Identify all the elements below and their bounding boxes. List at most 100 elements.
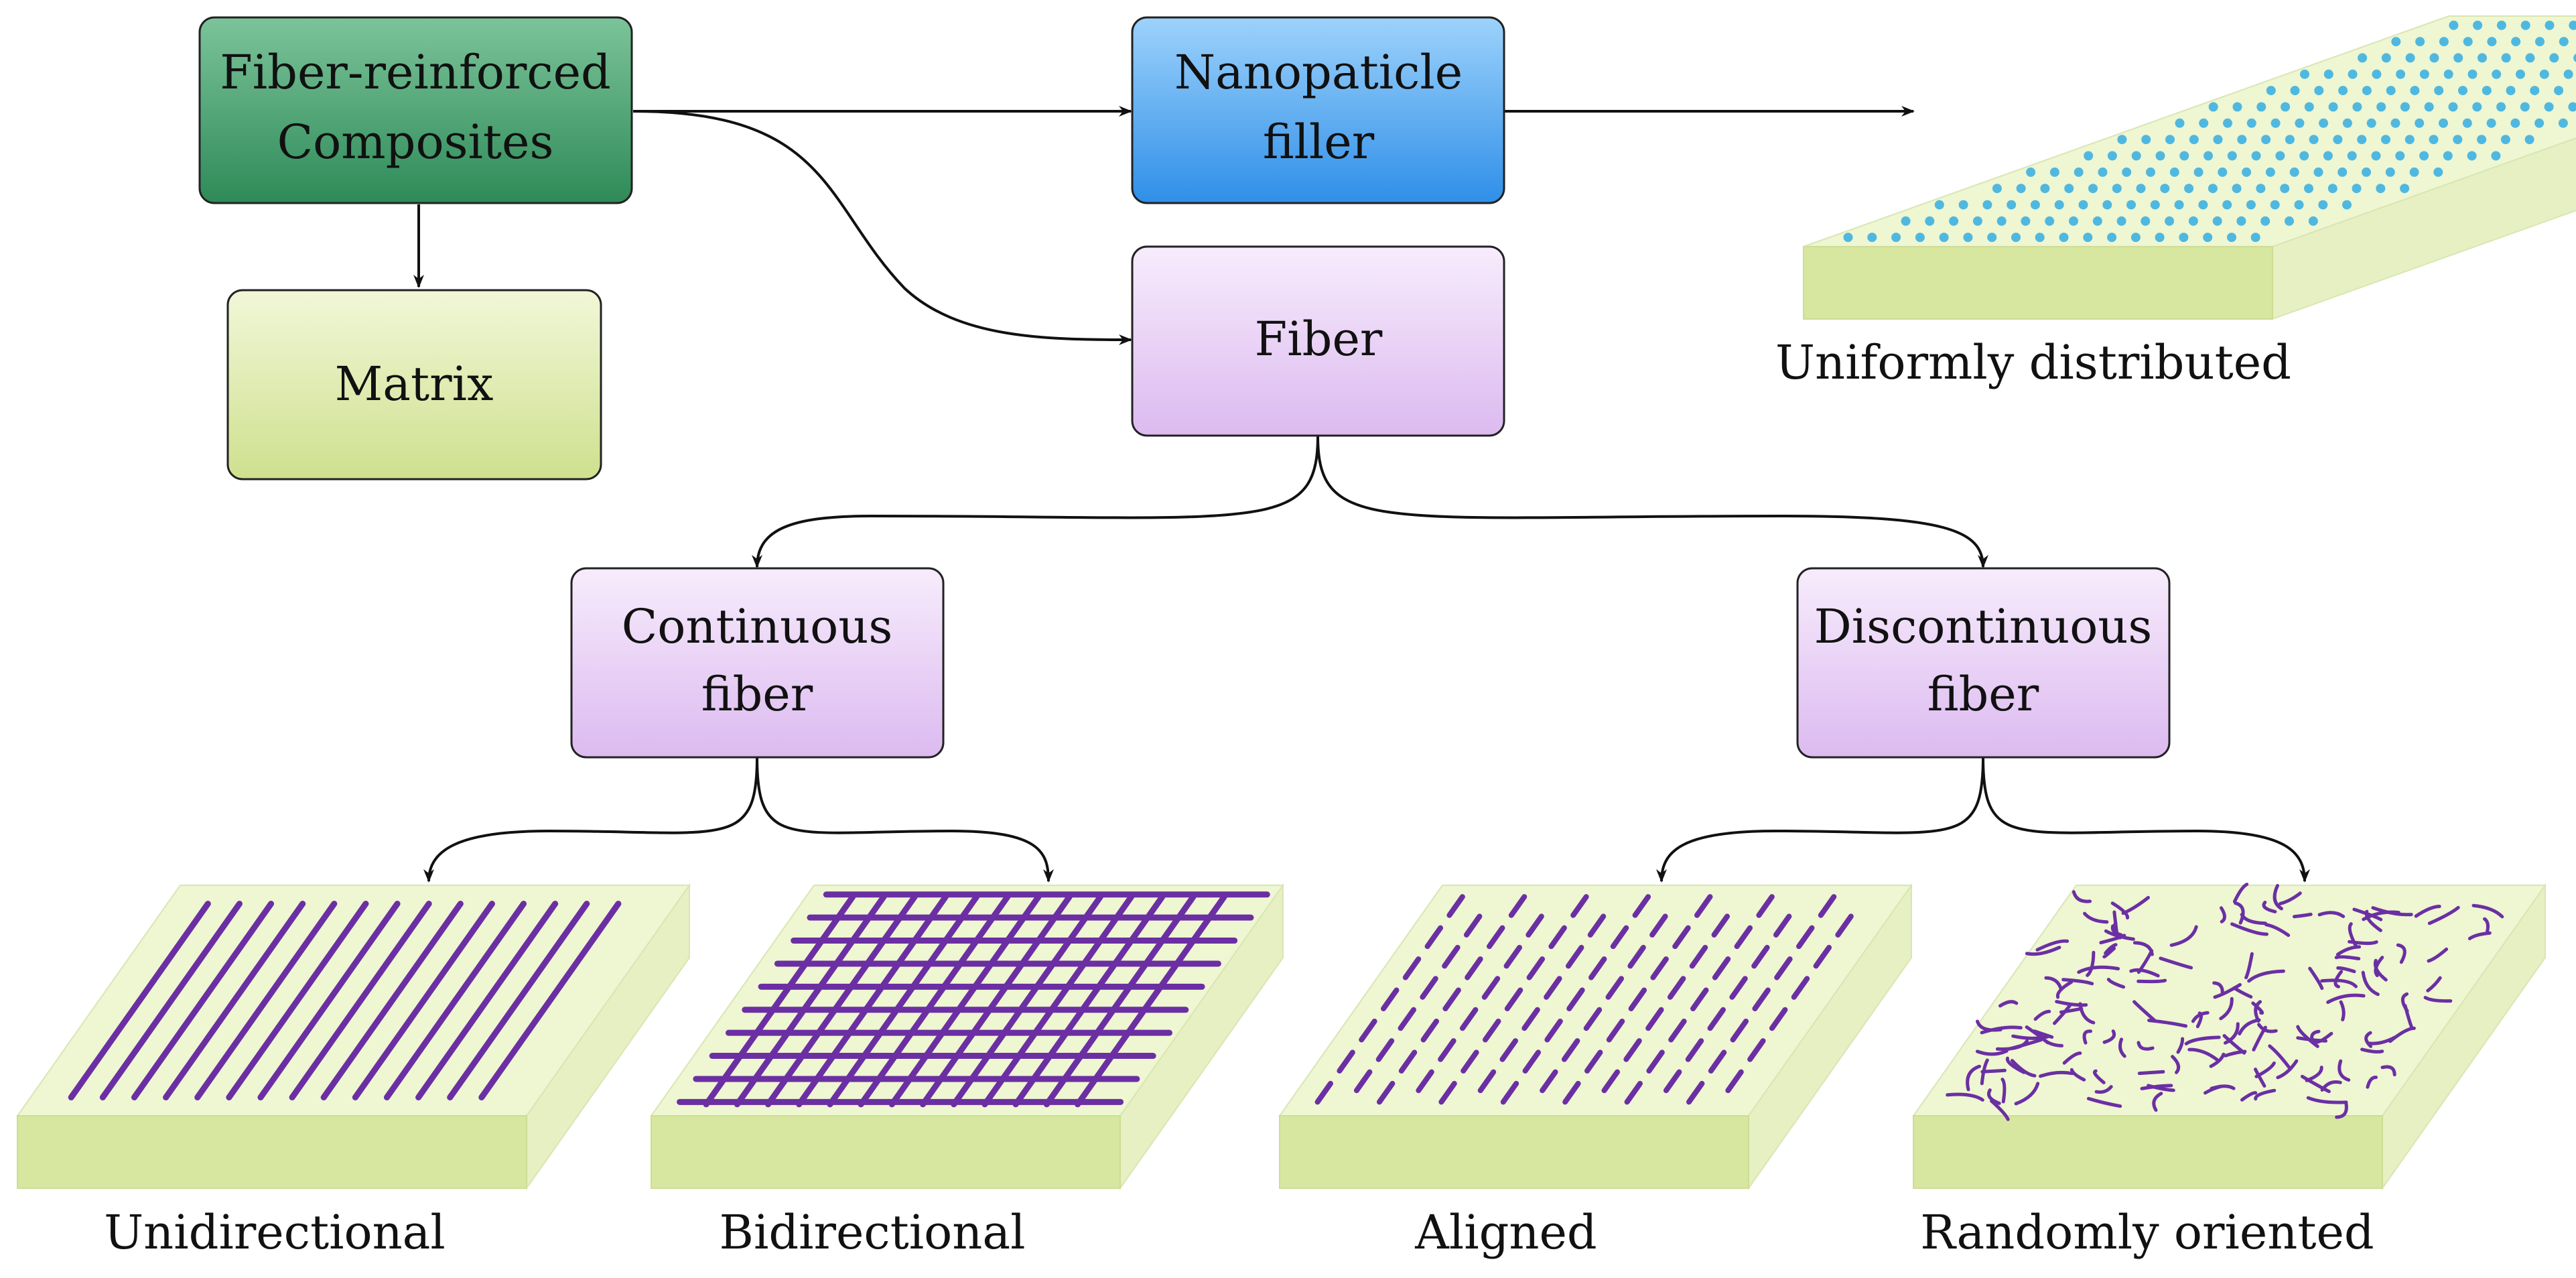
nanoparticle-dot <box>2179 233 2189 243</box>
nanoparticle-dot <box>2419 69 2429 79</box>
continuous-fiber-line <box>352 901 495 1100</box>
nanoparticle-dot <box>2299 151 2309 161</box>
aligned-short-fiber <box>1690 987 1709 1012</box>
nanoparticle-dot <box>2434 86 2444 96</box>
aligned-short-fiber <box>1481 976 1501 1000</box>
nanoparticle-dot <box>2491 151 2501 161</box>
continuous-fiber-line <box>194 901 338 1100</box>
random-short-fiber <box>2336 966 2356 974</box>
aligned-slab-illustration <box>1278 883 1913 1191</box>
aligned-short-fiber <box>1526 913 1544 938</box>
nanoparticle-dot <box>2472 102 2482 112</box>
random-short-fiber <box>2025 946 2061 956</box>
nanoparticle-dot <box>2030 200 2040 210</box>
aligned-short-fiber <box>1751 944 1770 969</box>
nanoparticle-dot <box>2400 184 2410 194</box>
nanoparticle-dot <box>2088 184 2098 194</box>
nanoparticle-dot <box>2266 86 2276 96</box>
aligned-short-fiber <box>1711 913 1730 938</box>
nanoparticle-dot <box>2204 151 2214 161</box>
random-short-fiber <box>2171 1055 2181 1074</box>
nanoparticle-dot <box>2309 135 2319 145</box>
composites-box <box>198 16 633 204</box>
aligned-short-fiber <box>1712 956 1731 980</box>
nanoparticle-dot <box>2486 118 2496 128</box>
aligned-short-fiber <box>1584 1049 1603 1074</box>
nanoparticle-dot <box>2352 184 2362 194</box>
aligned-short-fiber <box>1561 1038 1580 1062</box>
nanoparticle-dot <box>1939 233 1949 243</box>
nanoparticle-dot <box>2016 184 2026 194</box>
random-short-fiber <box>2035 939 2070 952</box>
random-short-fiber <box>2427 947 2449 963</box>
random-short-fiber <box>2132 1000 2157 1023</box>
nanoparticle-dot <box>2232 184 2242 194</box>
random-short-fiber <box>2361 970 2380 997</box>
nanoparticle-dot <box>2213 135 2223 145</box>
random-short-fiber <box>1966 1064 1981 1092</box>
random-short-fiber <box>2380 1065 2396 1077</box>
nanoparticle-dot <box>2433 167 2443 177</box>
nanoparticle-dot <box>2458 86 2467 96</box>
random-short-fiber <box>2055 1000 2088 1007</box>
woven-fiber-warp <box>796 893 949 1108</box>
nanoparticle-dot <box>2078 200 2088 210</box>
unidirectional-slab-illustration <box>16 883 691 1191</box>
aligned-short-fiber <box>1752 987 1771 1012</box>
random-short-fiber <box>2262 901 2277 913</box>
nanoparticle-dot <box>2246 118 2256 128</box>
nanoparticle-dot <box>2358 53 2368 63</box>
nanoparticle-dot <box>2453 53 2463 63</box>
woven-fiber-warp <box>888 893 1042 1108</box>
nanoparticle-dot <box>2415 118 2425 128</box>
random-short-fiber <box>2339 1000 2346 1021</box>
nanoparticle-dot <box>2227 233 2236 243</box>
aligned-short-fiber <box>1685 1038 1704 1062</box>
arrow-continuous-to-unidirectional <box>423 757 758 883</box>
nanoparticle-dot <box>2348 69 2358 79</box>
continuous-box <box>570 567 945 759</box>
nanoparticle-dot <box>2439 37 2449 47</box>
aligned-short-fiber <box>1463 913 1483 938</box>
nanoparticle-dot <box>2285 135 2295 145</box>
nanoparticle-dot <box>2107 233 2117 243</box>
random-short-fiber <box>2238 1018 2261 1035</box>
random-short-fiber <box>2044 976 2063 991</box>
nanoparticle-dot <box>2419 151 2429 161</box>
nanoparticle-dot <box>2117 135 2127 145</box>
nanoparticle-dot <box>2223 118 2232 128</box>
nanoparticle-dot <box>2424 102 2434 112</box>
aligned-short-fiber <box>1544 976 1562 1000</box>
nanoparticle-dot <box>2487 37 2497 47</box>
nanoparticle-dot <box>2146 167 2155 177</box>
slab-front-face <box>651 1115 1121 1189</box>
arrow-composites-to-fiber <box>632 110 1132 345</box>
random-short-fiber <box>2352 907 2383 921</box>
nanoparticle-dot <box>2126 200 2136 210</box>
nanoparticle-dot <box>2342 200 2352 210</box>
aligned-short-fiber <box>1610 925 1629 950</box>
nanoparticle-dot <box>2074 167 2084 177</box>
aligned-short-fiber <box>1769 1007 1788 1031</box>
nanoparticle-dot <box>2092 216 2102 226</box>
nanoparticle-dot <box>2520 102 2530 112</box>
nanoparticle-dot <box>2500 135 2510 145</box>
random-short-fiber <box>2204 1084 2223 1095</box>
nanoparticle-dot <box>2289 167 2299 177</box>
nanoparticle-dot <box>2208 102 2218 112</box>
random-short-fiber <box>2005 1056 2026 1074</box>
aligned-short-fiber <box>1459 1007 1479 1031</box>
nanoparticle-dot <box>1949 216 1959 226</box>
nanoparticle-dot <box>2122 167 2132 177</box>
nanoparticle-dot <box>1972 216 1982 226</box>
matrix-label: Matrix <box>335 357 494 411</box>
random-short-fiber <box>2252 1025 2267 1051</box>
random-short-fiber <box>2335 1102 2348 1119</box>
random-short-fiber <box>1990 1099 2010 1121</box>
aligned-short-fiber <box>1601 1069 1620 1094</box>
nanoparticle-dot <box>2141 135 2151 145</box>
nanoparticle-dot <box>2242 167 2252 177</box>
nanoparticle-dot <box>2083 233 2093 243</box>
random-short-fiber <box>2471 903 2504 919</box>
nanoparticle-dot <box>1867 233 1877 243</box>
